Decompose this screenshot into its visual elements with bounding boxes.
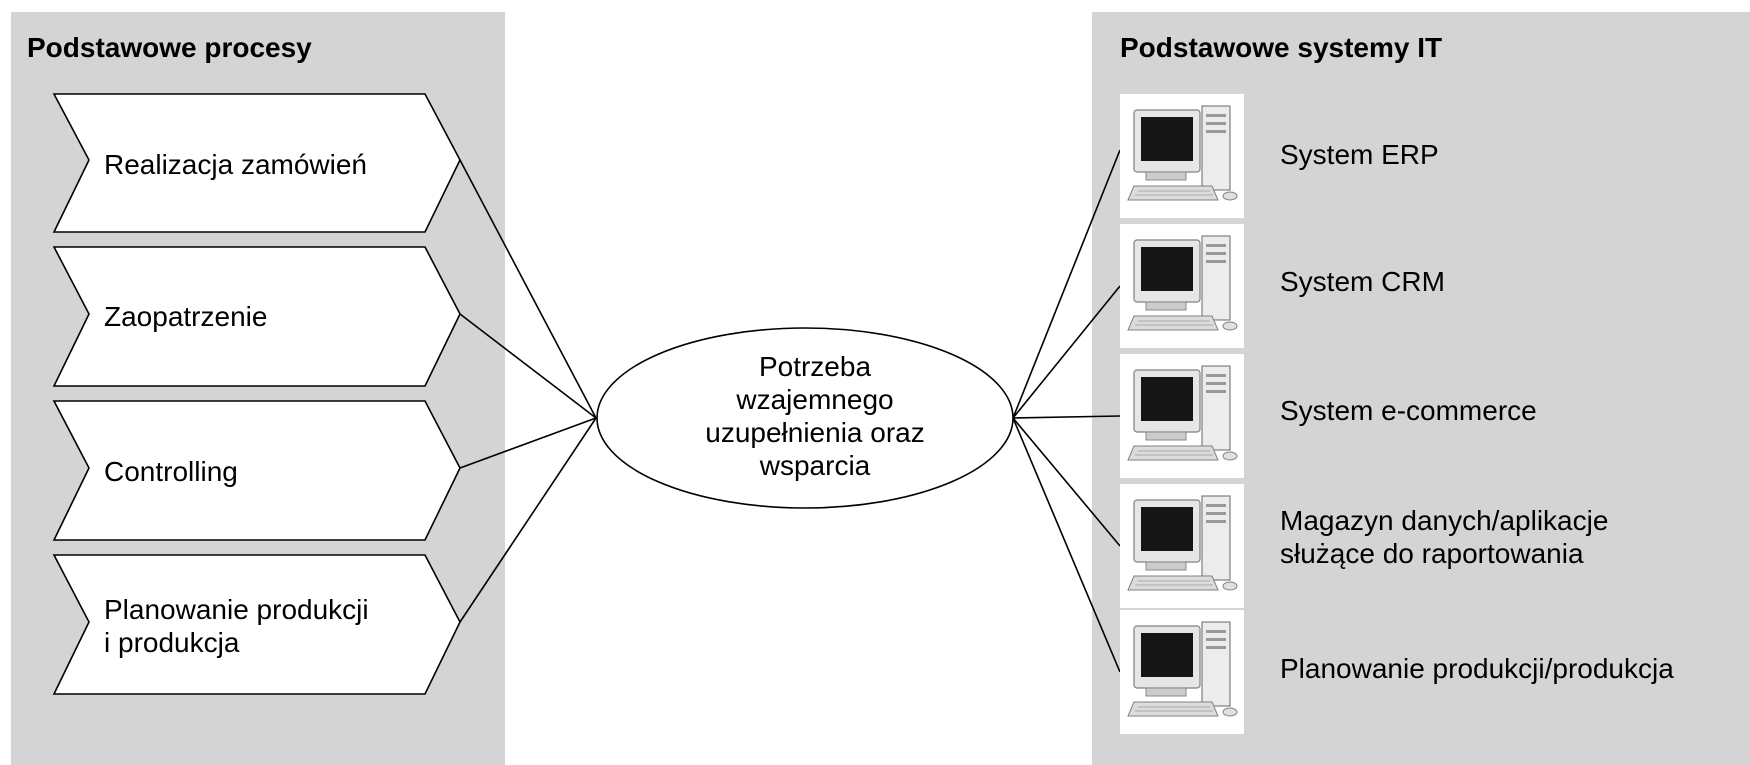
- computer-icon: [1120, 354, 1244, 478]
- it-systems-panel-title: Podstawowe systemy IT: [1120, 32, 1443, 63]
- connector-line: [459, 417, 597, 469]
- process-chevron: [52, 93, 461, 233]
- connector-line: [1012, 285, 1121, 419]
- process-label-controlling: Controlling: [104, 456, 238, 487]
- system-label-crm: System CRM: [1280, 266, 1445, 297]
- connector-line: [459, 159, 597, 419]
- processes-panel-title: Podstawowe procesy: [27, 32, 312, 63]
- connector-line: [1012, 415, 1121, 419]
- computer-icon: [1120, 94, 1244, 218]
- connector-line: [1012, 417, 1121, 547]
- system-label-ecommerce: System e-commerce: [1280, 395, 1537, 426]
- process-label-production-planning: Planowanie produkcji i produkcja: [104, 594, 369, 658]
- central-ellipse: [596, 327, 1014, 509]
- computer-icon: [1120, 224, 1244, 348]
- connector-line: [459, 313, 597, 419]
- central-ellipse-label: Potrzeba wzajemnego uzupełnienia oraz ws…: [705, 351, 925, 481]
- connector-line: [1012, 149, 1121, 419]
- system-label-erp: System ERP: [1280, 139, 1439, 170]
- system-label-production-planning: Planowanie produkcji/produkcja: [1280, 653, 1674, 684]
- process-label-procurement: Zaopatrzenie: [104, 301, 268, 332]
- process-chevron: [52, 246, 461, 387]
- process-chevron: [52, 400, 461, 541]
- process-label-order-fulfillment: Realizacja zamówień: [104, 149, 368, 180]
- system-label-data-warehouse: Magazyn danych/aplikacje służące do rapo…: [1280, 505, 1609, 569]
- computer-icon: [1120, 484, 1244, 608]
- connector-line: [1012, 417, 1121, 673]
- connector-line: [459, 417, 597, 623]
- process-chevron: [52, 554, 461, 695]
- computer-icon: [1120, 610, 1244, 734]
